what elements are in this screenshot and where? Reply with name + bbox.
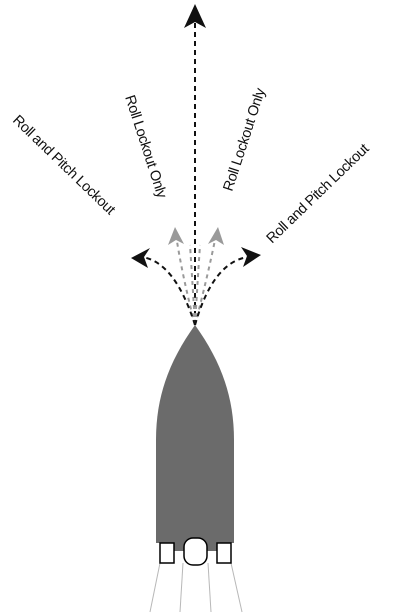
label-roll-only-left: Roll Lockout Only [121, 93, 170, 201]
wake-line [179, 562, 184, 613]
roll-pitch-right-path [194, 256, 249, 326]
roll-pitch-right-arrowhead [241, 247, 261, 267]
label-roll-pitch-left: Roll and Pitch Lockout [9, 112, 118, 218]
roll-only-right-arrowhead [208, 227, 224, 245]
roll-only-left-inner-path [189, 244, 196, 326]
label-roll-pitch-right: Roll and Pitch Lockout [264, 141, 373, 247]
roll-only-right-inner-path [194, 244, 201, 326]
wake-lines [149, 562, 243, 613]
roll-only-left-path [175, 234, 196, 326]
center-engine [183, 537, 208, 566]
wake-line [149, 562, 161, 613]
label-roll-only-right: Roll Lockout Only [221, 86, 270, 194]
roll-pitch-left-path [141, 256, 196, 326]
roll-pitch-paths [141, 256, 249, 326]
roll-only-left-arrowhead [168, 227, 184, 245]
wake-line [230, 562, 243, 613]
boat-hull [156, 325, 234, 543]
roll-only-right-path [194, 234, 217, 326]
boat-stern [159, 537, 232, 566]
forward-arrowhead [184, 4, 206, 28]
wake-line [207, 562, 212, 613]
right-engine [216, 542, 232, 564]
left-engine [159, 542, 175, 564]
roll-pitch-left-arrowhead [131, 248, 150, 268]
